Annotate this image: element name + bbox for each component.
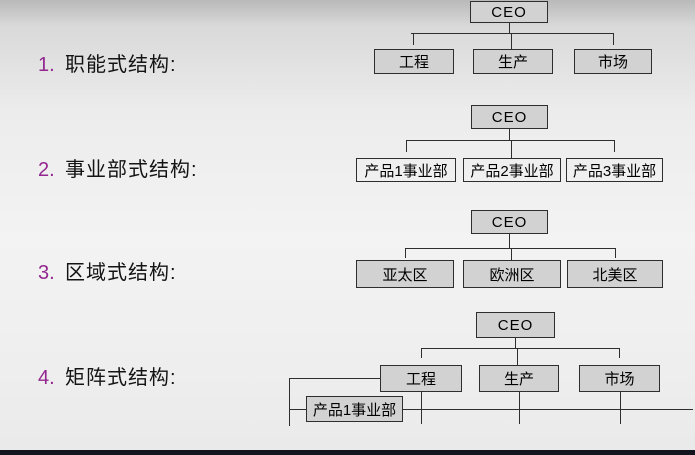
d1-connector-drop	[509, 23, 510, 33]
d3-connector-stub-middle	[511, 248, 512, 260]
d2-ceo-box: CEO	[471, 105, 548, 129]
d4-matrix-column-drop-2	[519, 392, 520, 424]
d3-connector-stub-right	[615, 248, 616, 258]
d3-child-box-2: 欧洲区	[463, 260, 561, 288]
section-1-number: 1.	[38, 54, 55, 76]
d1-child-box-3: 市场	[574, 49, 652, 74]
d4-child-box-1: 工程	[380, 365, 462, 392]
d4-ceo-box: CEO	[476, 312, 555, 338]
d1-connector-stub-right	[613, 33, 614, 45]
d3-child-box-1: 亚太区	[356, 260, 454, 288]
d3-connector-bar	[405, 248, 616, 249]
d2-connector-stub-middle	[511, 140, 512, 158]
section-3-number: 3.	[38, 262, 55, 284]
d2-connector-stub-right	[614, 140, 615, 152]
d1-connector-stub-middle	[511, 33, 512, 49]
d1-child-box-2: 生产	[473, 49, 553, 74]
d4-matrix-left-rail	[289, 378, 290, 426]
d1-ceo-box: CEO	[470, 1, 548, 23]
section-2-number: 2.	[38, 159, 55, 181]
d2-connector-stub-left	[406, 140, 407, 152]
d3-connector-stub-left	[405, 248, 406, 258]
d4-connector-stub-right	[619, 348, 620, 358]
d3-ceo-box: CEO	[471, 210, 548, 234]
d2-connector-drop	[509, 129, 510, 140]
d4-matrix-column-drop-3	[620, 392, 621, 424]
d1-child-box-1: 工程	[374, 49, 454, 74]
slide-bottom-border	[0, 450, 695, 455]
d4-connector-stub-middle	[517, 348, 518, 365]
d3-child-box-3: 北美区	[567, 260, 663, 288]
section-4-number: 4.	[38, 367, 55, 389]
section-2-label: 事业部式结构:	[65, 159, 198, 181]
d2-child-box-3: 产品3事业部	[566, 158, 663, 182]
d4-matrix-row-bar-left	[289, 409, 306, 410]
d2-child-box-1: 产品1事业部	[356, 158, 456, 182]
d3-connector-drop	[509, 234, 510, 248]
d4-matrix-row-box: 产品1事业部	[306, 396, 403, 422]
d1-connector-bar	[411, 33, 614, 34]
section-1-label: 职能式结构:	[65, 54, 177, 76]
d4-connector-drop	[515, 338, 516, 348]
d4-matrix-link-to-eng	[289, 378, 380, 379]
d4-matrix-column-drop-1	[421, 392, 422, 424]
d4-connector-stub-left	[421, 348, 422, 358]
d2-connector-bar	[406, 140, 615, 141]
d4-child-box-2: 生产	[479, 365, 559, 392]
d2-child-box-2: 产品2事业部	[463, 158, 561, 182]
d4-connector-bar	[421, 348, 620, 349]
d4-matrix-row-bar-right	[403, 409, 693, 410]
d1-connector-stub-left	[413, 33, 414, 45]
d4-child-box-3: 市场	[579, 365, 660, 392]
section-3-label: 区域式结构:	[65, 262, 177, 284]
section-4-label: 矩阵式结构:	[65, 367, 177, 389]
